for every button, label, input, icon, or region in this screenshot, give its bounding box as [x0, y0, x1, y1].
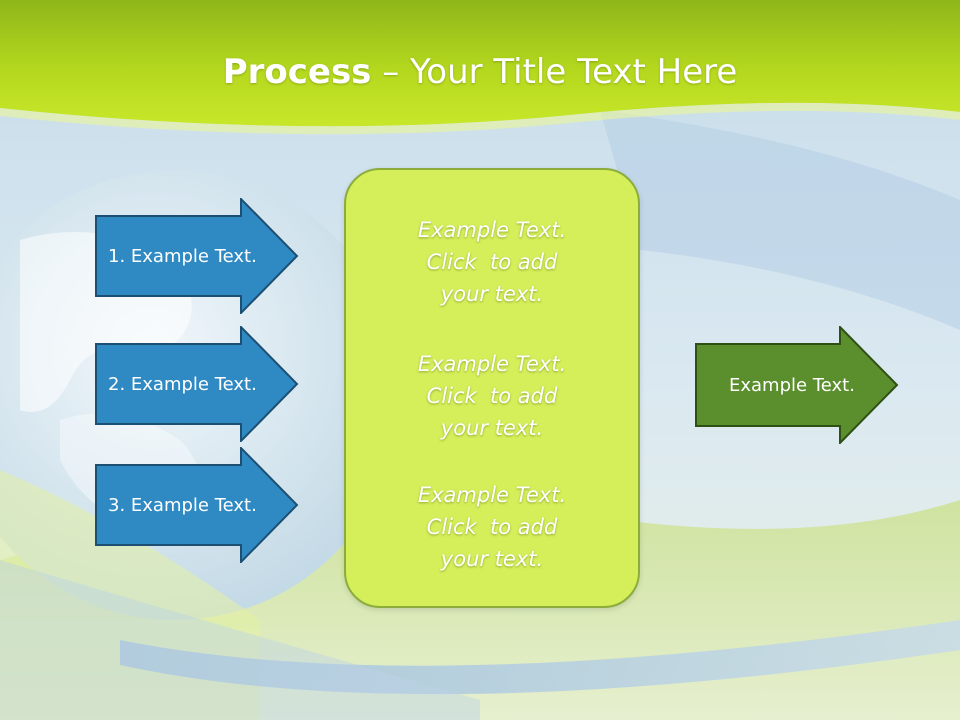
step-arrow-2[interactable]: 2. Example Text. — [95, 326, 300, 442]
blue-arrow-shape — [95, 326, 299, 442]
blue-arrow-shape — [95, 198, 299, 314]
blue-arrow-shape — [95, 447, 299, 563]
step-arrow-3[interactable]: 3. Example Text. — [95, 447, 300, 563]
center-text-box[interactable]: Example Text. Click to add your text. Ex… — [344, 168, 640, 608]
title-rest: – Your Title Text Here — [371, 52, 738, 92]
result-arrow[interactable]: Example Text. — [695, 326, 900, 444]
step-arrow-1[interactable]: 1. Example Text. — [95, 198, 300, 314]
center-text-1: Example Text. Click to add your text. — [417, 218, 567, 306]
title-bold: Process — [222, 52, 372, 92]
slide-title: Process – Your Title Text Here — [0, 52, 960, 92]
center-text-2: Example Text. Click to add your text. — [417, 352, 567, 440]
result-arrow-label: Example Text. — [729, 374, 855, 396]
step-arrow-label: 2. Example Text. — [108, 373, 257, 395]
step-arrow-label: 1. Example Text. — [108, 245, 257, 267]
step-arrow-label: 3. Example Text. — [108, 494, 257, 516]
center-text-3: Example Text. Click to add your text. — [417, 483, 567, 571]
green-arrow-shape — [695, 326, 899, 444]
